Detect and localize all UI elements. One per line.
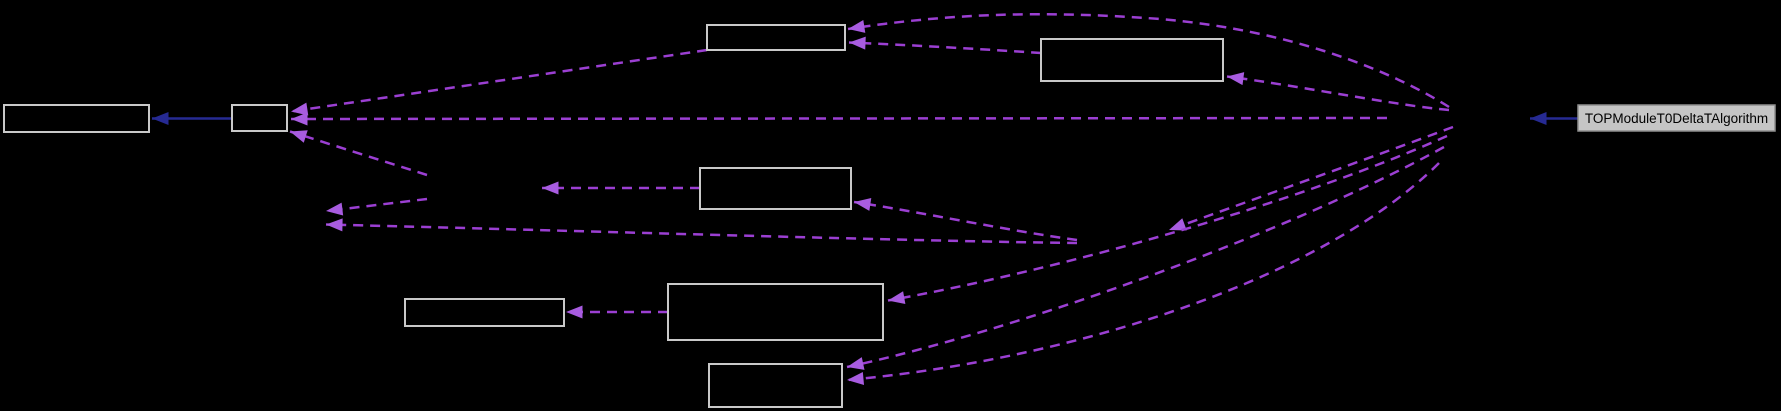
usage-edges <box>289 13 1454 385</box>
edge-fan-to-top-box-arc <box>847 13 1450 109</box>
edge-to-left-space-arrow-upper <box>325 197 428 216</box>
main-node-box <box>1577 104 1776 132</box>
edge-fan-to-bottom-box-lower <box>846 162 1440 385</box>
edge-top-box-to-small-box <box>290 48 708 116</box>
edge-fan-to-bottom-box-upper <box>846 145 1445 370</box>
node-top-box[interactable] <box>706 24 846 51</box>
node-large-box[interactable] <box>667 283 884 341</box>
main-node-label: TOPModuleT0DeltaTAlgorithm <box>1585 111 1768 126</box>
edge-junction-to-left-space-arrow-lower <box>325 218 1078 245</box>
node-top-right-box[interactable] <box>1040 38 1224 82</box>
edge-junction-to-middle-box <box>853 198 1078 242</box>
node-small-box[interactable] <box>231 104 288 132</box>
node-left-box[interactable] <box>3 104 150 133</box>
edge-fan-to-top-right-box <box>1226 72 1450 112</box>
edge-fan-to-large-box <box>887 134 1448 305</box>
edge-mid-to-small-box-corner <box>289 130 428 177</box>
edge-topright-to-top-box <box>848 36 1042 55</box>
node-middle-box[interactable] <box>699 167 852 210</box>
node-lower-left-box[interactable] <box>404 298 565 327</box>
node-bottom-box[interactable] <box>708 363 843 408</box>
main-node: TOPModuleT0DeltaTAlgorithm <box>1577 104 1776 132</box>
edge-long-horizontal-to-small-box <box>290 112 1388 126</box>
edge-fan-to-mid-space <box>1168 125 1454 232</box>
graph-nodes <box>3 24 1224 408</box>
